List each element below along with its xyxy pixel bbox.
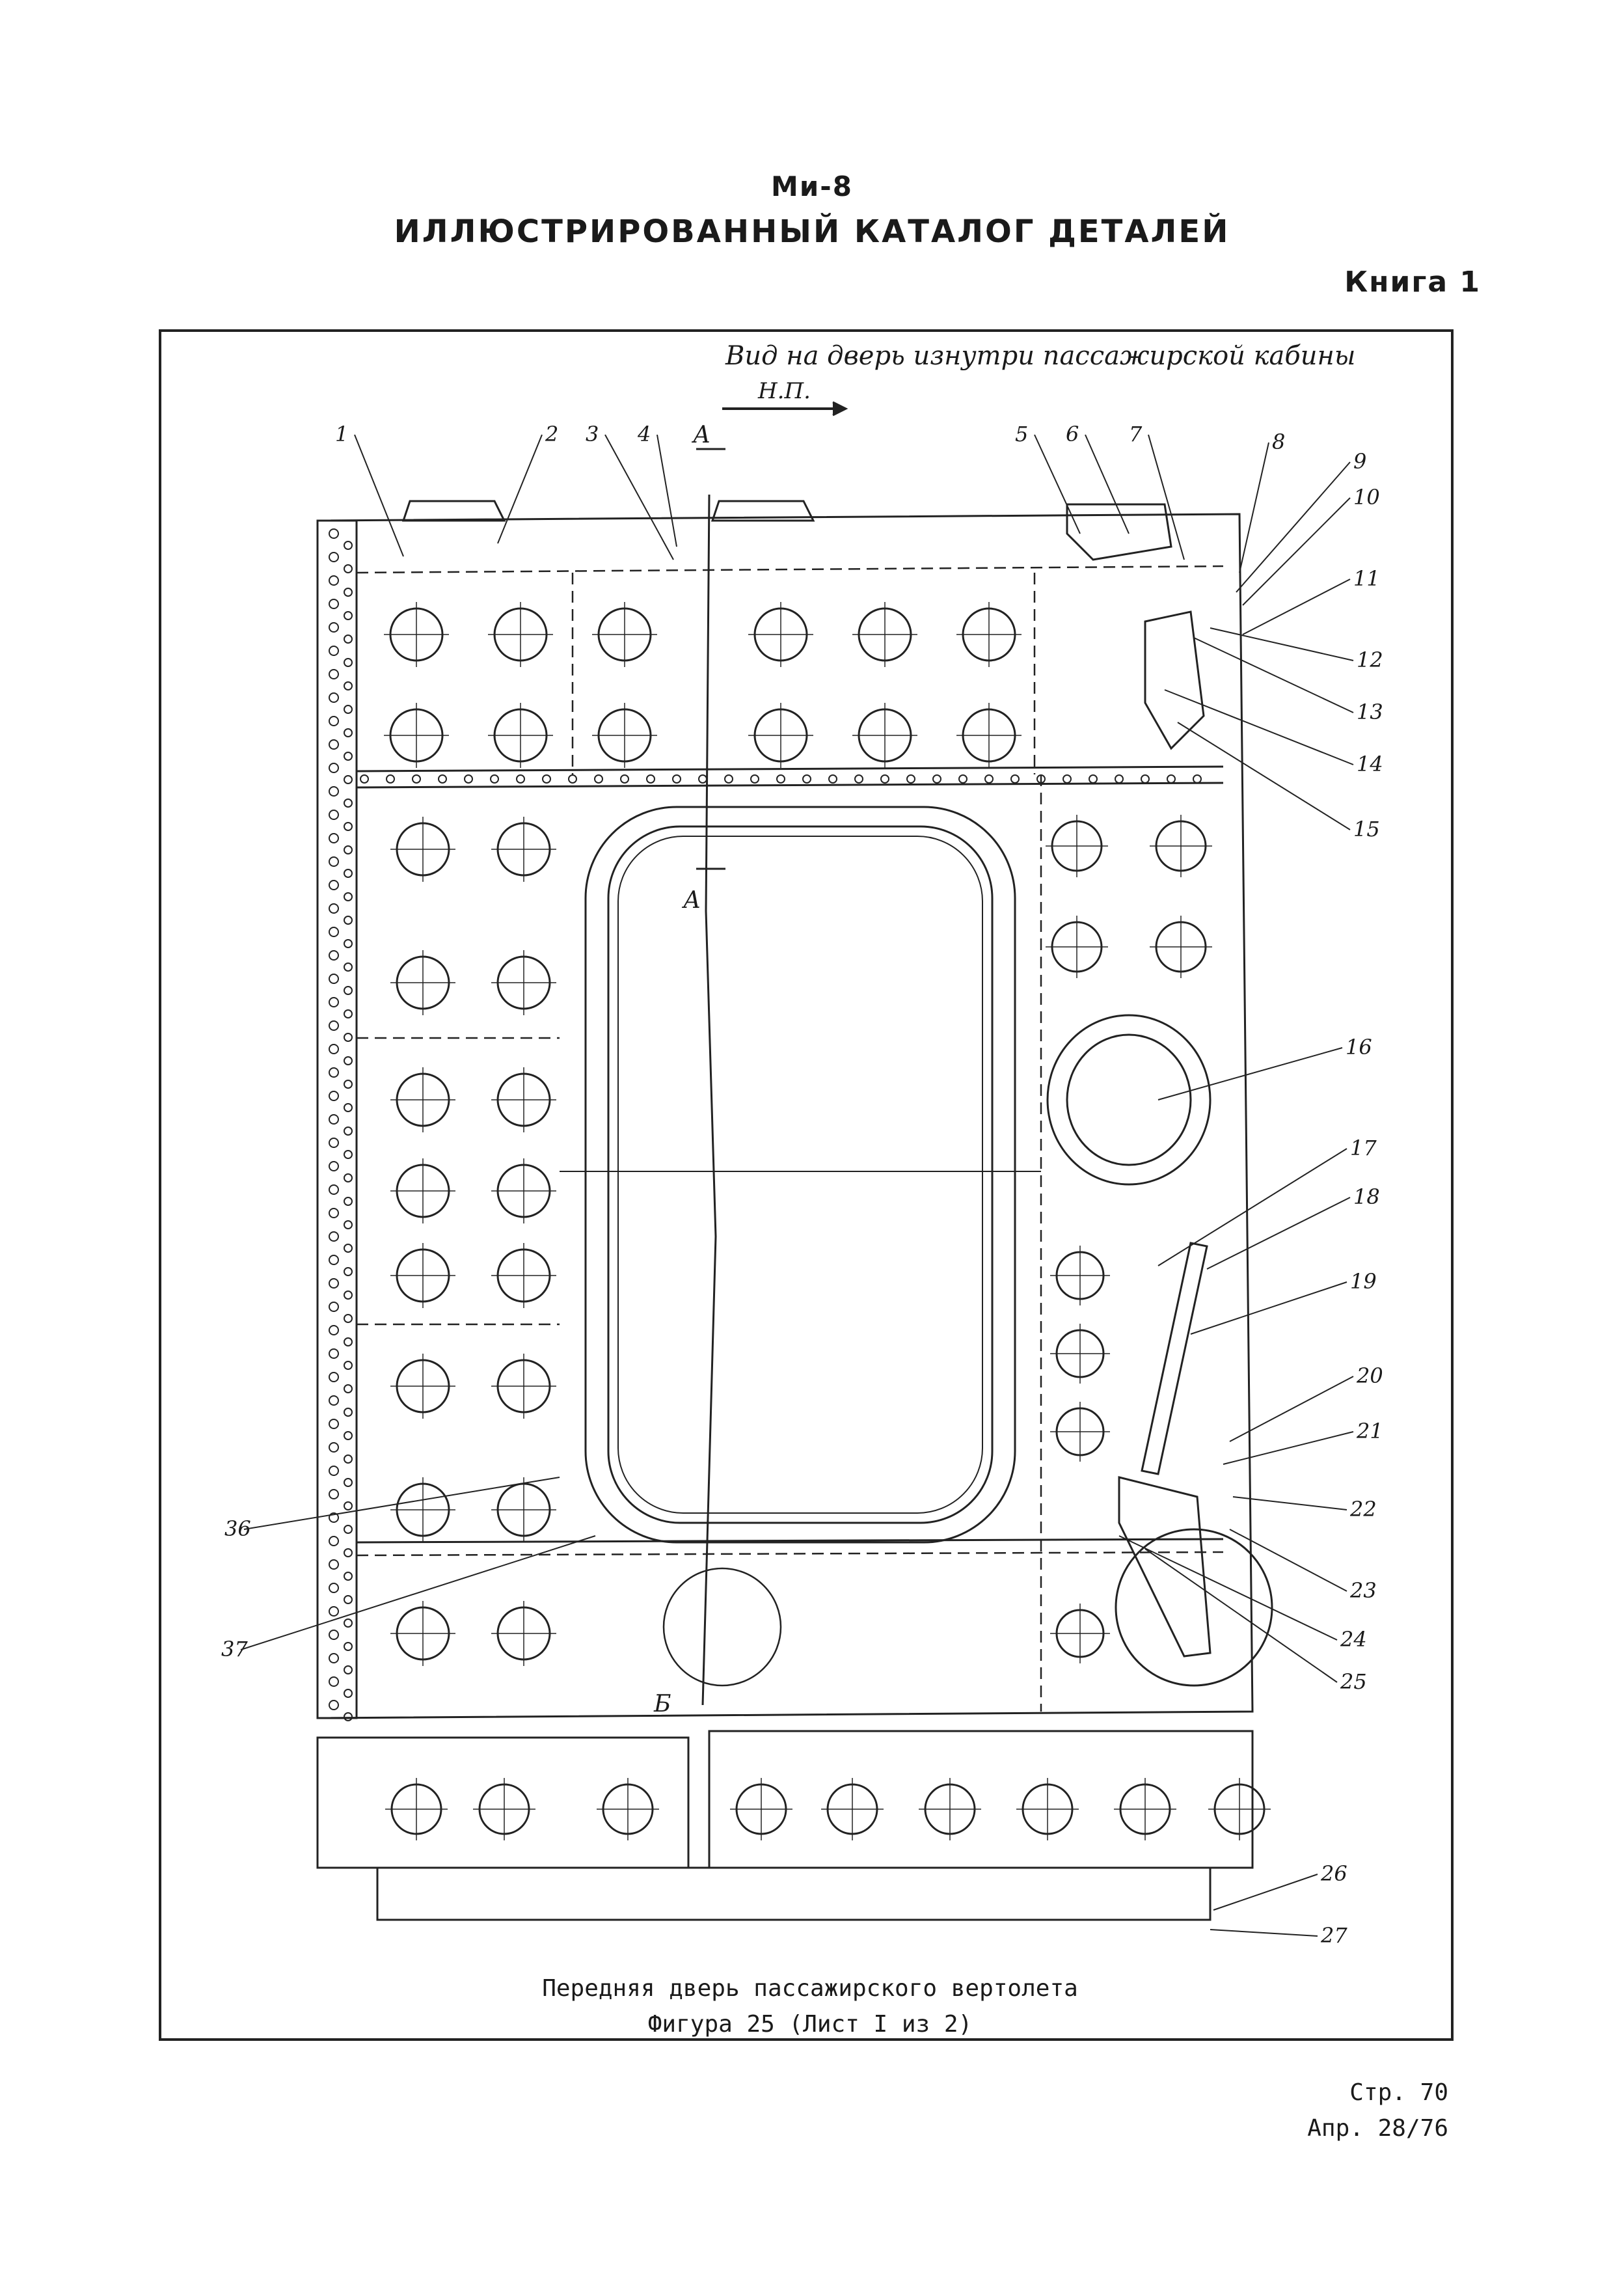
callout-20: 20: [1356, 1363, 1383, 1388]
leader-line: [1177, 722, 1351, 830]
leader-line: [1164, 689, 1354, 765]
leader-line: [497, 434, 543, 544]
leader-line: [1144, 1548, 1338, 1683]
callout-16: 16: [1346, 1035, 1372, 1059]
callout-22: 22: [1349, 1497, 1377, 1522]
leader-line: [1206, 1197, 1351, 1270]
leader-line: [1148, 434, 1185, 560]
round-hatch: [1046, 1014, 1211, 1186]
leader-line: [1190, 1281, 1347, 1335]
leader-line: [1229, 1376, 1354, 1442]
leader-line: [243, 1477, 560, 1530]
leader-line: [1210, 627, 1354, 661]
section-cut-line: [701, 494, 717, 1706]
leader-line: [1210, 1929, 1318, 1937]
callout-11: 11: [1353, 566, 1380, 591]
callout-13: 13: [1357, 700, 1383, 724]
callout-8: 8: [1272, 430, 1285, 454]
leader-line: [1236, 461, 1351, 593]
leader-line: [1232, 1496, 1347, 1510]
section-label-window: А: [681, 887, 701, 914]
lower-panel-left: [316, 1736, 690, 1869]
leader-line: [1229, 1529, 1347, 1592]
callout-2: 2: [545, 422, 558, 446]
leader-line: [1213, 1874, 1318, 1911]
book-number: Книга 1: [1344, 266, 1481, 299]
callout-5: 5: [1015, 422, 1028, 446]
revision-date: Апр. 28/76: [1307, 2115, 1448, 2142]
view-title: Вид на дверь изнутри пассажирской кабины: [725, 341, 1355, 371]
lower-panel-right: [708, 1730, 1254, 1869]
callout-21: 21: [1356, 1419, 1383, 1443]
callout-14: 14: [1357, 752, 1383, 776]
leader-line: [1118, 1535, 1338, 1641]
callout-19: 19: [1350, 1269, 1377, 1294]
upper-latch: [1144, 610, 1205, 750]
window-frame-outer: [584, 806, 1016, 1544]
document-title: ИЛЛЮСТРИРОВАННЫЙ КАТАЛОГ ДЕТАЛЕЙ: [394, 213, 1230, 250]
direction-label: Н.П.: [757, 378, 811, 404]
lightening-holes: [384, 602, 1271, 1840]
callout-23: 23: [1349, 1578, 1377, 1603]
lower-sill: [376, 1866, 1211, 1921]
leader-line: [1085, 434, 1130, 534]
callout-25: 25: [1340, 1669, 1367, 1694]
callout-26: 26: [1320, 1861, 1347, 1886]
figure-frame: [159, 329, 1454, 2041]
detail-label: Б: [653, 1691, 671, 1717]
document-model: Ми-8: [771, 171, 853, 202]
leader-line: [1223, 1431, 1354, 1465]
leader-line: [1157, 1148, 1347, 1266]
callout-7: 7: [1129, 422, 1143, 446]
lock-lever: [1118, 1476, 1211, 1658]
door-outline: [316, 513, 1254, 1719]
leader-line: [240, 1535, 596, 1650]
window-frame-inner: [607, 825, 994, 1524]
leader-line: [1193, 637, 1354, 713]
callout-4: 4: [637, 422, 651, 446]
callout-24: 24: [1340, 1627, 1367, 1652]
callout-1: 1: [335, 422, 348, 446]
callout-18: 18: [1353, 1184, 1380, 1209]
leader-line: [354, 434, 404, 557]
callout-17: 17: [1350, 1136, 1377, 1160]
leader-line: [1242, 497, 1351, 606]
leader-line: [604, 434, 674, 560]
callout-6: 6: [1066, 422, 1079, 446]
callout-3: 3: [586, 422, 599, 446]
callout-9: 9: [1353, 449, 1366, 474]
callout-12: 12: [1357, 648, 1383, 672]
leader-line: [1239, 442, 1269, 573]
hinge-bracket-mid: [710, 500, 815, 522]
page-number: Стр. 70: [1349, 2079, 1448, 2106]
detail-b-circle: [662, 1567, 782, 1687]
figure-number: Фигура 25 (Лист I из 2): [647, 2011, 973, 2038]
leader-line: [1157, 1047, 1343, 1100]
callout-15: 15: [1353, 817, 1380, 841]
callout-27: 27: [1320, 1923, 1347, 1948]
callout-10: 10: [1353, 485, 1380, 510]
handle-rod: [1141, 1242, 1208, 1475]
section-label-top: А: [691, 422, 710, 448]
leader-line: [656, 434, 677, 547]
figure-caption: Передняя дверь пассажирского вертолета: [542, 1975, 1078, 2002]
leader-line: [1034, 434, 1081, 534]
hinge-bracket-right: [1066, 503, 1172, 561]
leader-line: [1242, 579, 1351, 635]
hinge-bracket-left: [401, 500, 506, 522]
